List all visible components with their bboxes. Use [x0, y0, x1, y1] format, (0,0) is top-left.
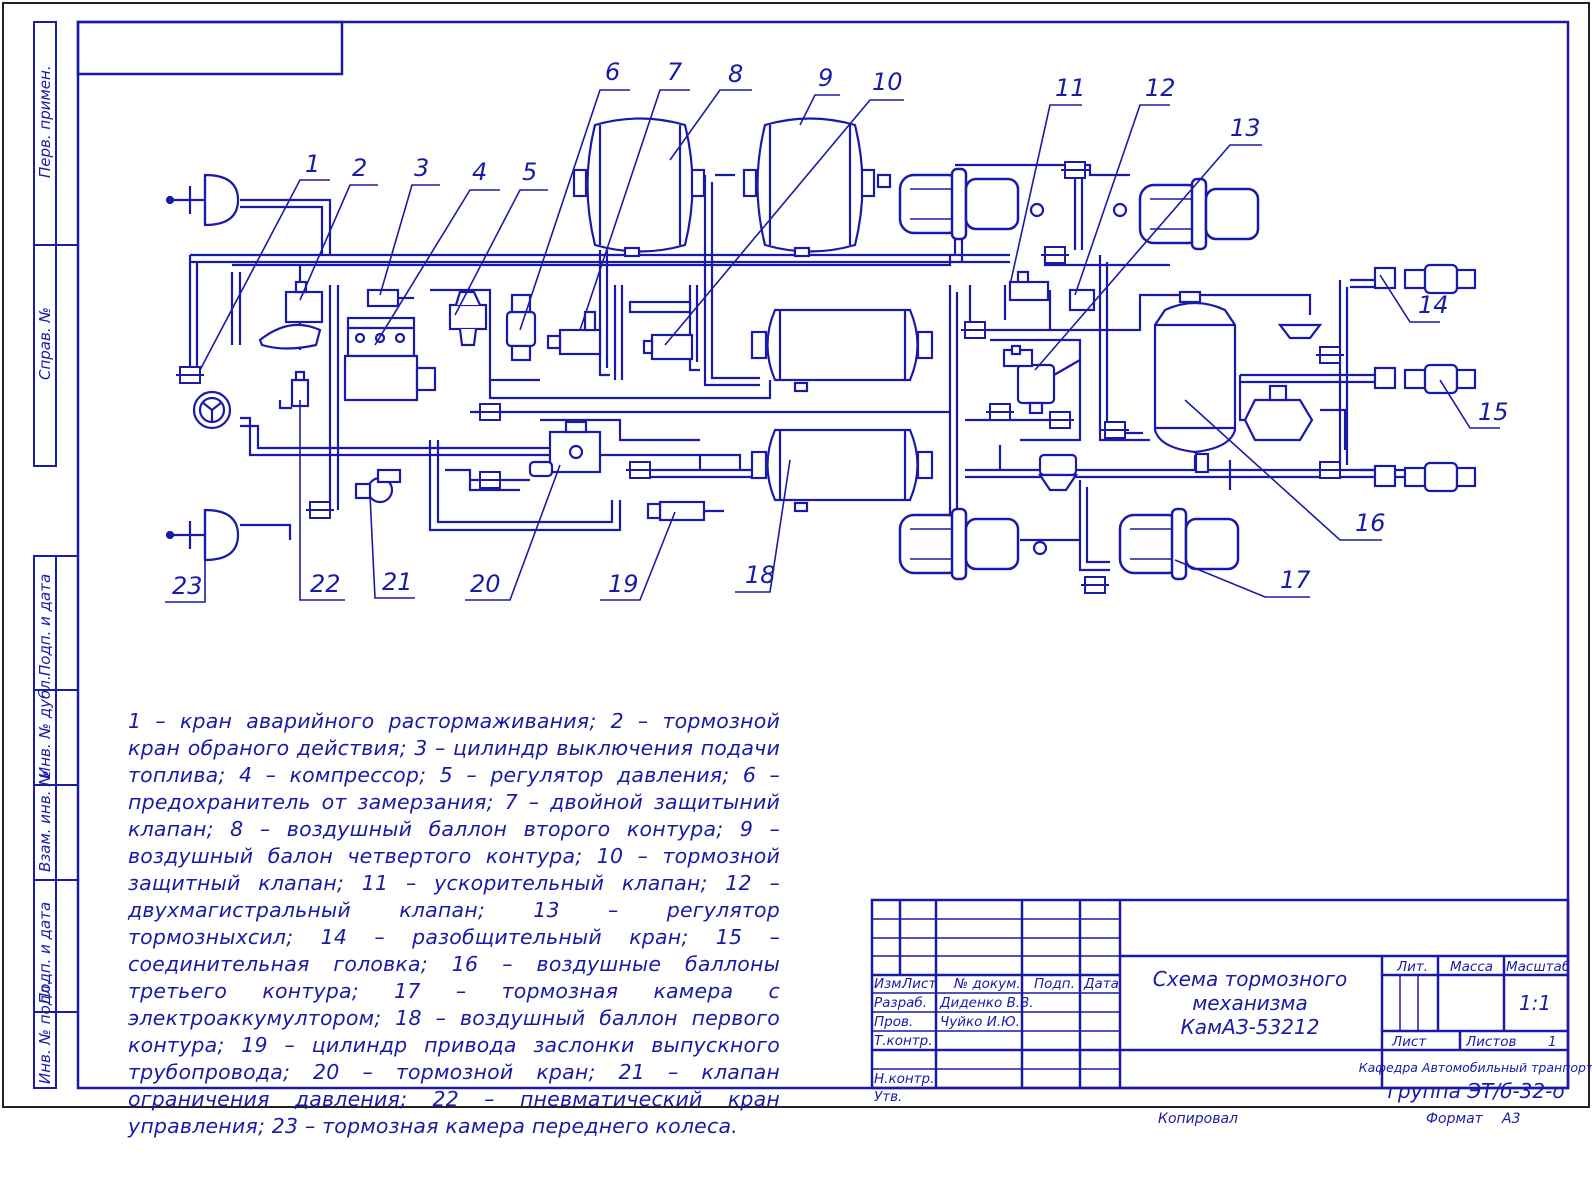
callout-20: 20	[470, 570, 501, 598]
tb-format-label: Формат	[1426, 1111, 1484, 1127]
air-tank-first-circuit	[750, 428, 934, 513]
tb-org: Кафедра Автомобильный транпорт	[1359, 1060, 1592, 1075]
tb-massa: Масса	[1450, 959, 1493, 975]
callout-19: 19	[608, 570, 639, 598]
callout-17: 17	[1280, 566, 1311, 594]
compressor	[343, 316, 437, 402]
stamp-vzam-inv: Взам. инв. №	[36, 770, 54, 872]
air-tank-second-circuit	[572, 117, 706, 258]
tb-list-h: Лист	[901, 976, 937, 992]
tb-title-1: Схема тормозного	[1153, 967, 1347, 991]
stamp-inv-dubl: Инв. № дубл.	[36, 675, 54, 778]
tb-lit: Лит.	[1396, 959, 1428, 975]
callout-11: 11	[1055, 74, 1086, 102]
tb-razrab-name: Диденко В.В.	[939, 995, 1034, 1011]
tb-list: Лист	[1391, 1034, 1427, 1050]
pneumatic-control-valve	[278, 370, 310, 410]
callout-1: 1	[305, 150, 320, 178]
callout-14: 14	[1418, 291, 1449, 319]
brake-valve	[528, 420, 602, 478]
tb-title-2: механизма	[1192, 991, 1308, 1015]
front-chamber-bottom	[165, 508, 240, 562]
spring-chamber-bl	[898, 507, 1020, 581]
tb-scale: 1:1	[1519, 991, 1551, 1015]
tb-prov: Пров.	[874, 1014, 913, 1030]
callout-22: 22	[310, 570, 341, 598]
component-legend: 1 – кран аварийного растормаживания; 2 –…	[128, 709, 780, 1138]
air-tank-third-circuit	[1153, 290, 1237, 474]
tb-izm: Изм.	[874, 976, 906, 992]
brake-force-regulator	[1002, 348, 1081, 415]
tb-format-val: А3	[1501, 1111, 1520, 1127]
stamp-inv-podl: Инв. № подл.	[36, 981, 54, 1084]
brake-schematic	[165, 117, 1477, 595]
callout-4: 4	[472, 158, 487, 186]
exhaust-cylinder	[646, 500, 724, 522]
spring-chamber-tr	[1138, 177, 1260, 251]
tb-listov-val: 1	[1548, 1034, 1557, 1050]
callout-13: 13	[1230, 114, 1261, 142]
callout-8: 8	[728, 60, 743, 88]
tb-razrab: Разраб.	[874, 995, 927, 1011]
callout-5: 5	[522, 158, 537, 186]
callout-9: 9	[818, 64, 833, 92]
callout-2: 2	[352, 154, 367, 182]
tb-utv: Утв.	[874, 1089, 902, 1105]
tb-tkontr: Т.контр.	[874, 1033, 933, 1049]
tb-data: Дата	[1083, 976, 1119, 992]
air-tank-middle	[750, 308, 934, 393]
double-protective-valve	[546, 310, 602, 356]
stamp-podp-data-1: Подп. и дата	[36, 574, 54, 676]
spring-chamber-tl	[898, 167, 1020, 241]
tb-listov: Листов	[1465, 1034, 1516, 1050]
pressure-regulator	[448, 290, 488, 347]
stamp-perv-primen: Перв. примен.	[36, 65, 54, 178]
tb-nkontr: Н.контр.	[874, 1071, 934, 1087]
tb-title-3: КамАЗ-53212	[1181, 1015, 1320, 1039]
callout-18: 18	[745, 561, 776, 589]
front-chamber-top	[165, 173, 240, 227]
callout-12: 12	[1145, 74, 1176, 102]
reverse-brake-valve	[258, 280, 324, 350]
air-tank-fourth-circuit	[742, 117, 892, 258]
callout-16: 16	[1355, 509, 1386, 537]
tb-masshtab: Масштаб	[1506, 959, 1570, 975]
stamp-sprav: Справ. №	[36, 307, 54, 380]
callout-leaders	[165, 89, 1500, 603]
stamp-podp-data-2: Подп. и дата	[36, 902, 54, 1004]
tb-prov-name: Чуйко И.Ю.	[940, 1014, 1020, 1030]
callout-21: 21	[382, 568, 413, 596]
pressure-limit-valve	[354, 468, 402, 504]
double-line-valve	[1068, 288, 1096, 312]
coupling-heads	[1373, 263, 1477, 493]
tb-kopiroval: Копировал	[1158, 1111, 1238, 1127]
tb-ndokum: № докум.	[953, 976, 1021, 992]
steering-wheel	[192, 390, 232, 430]
side-stamp	[33, 21, 78, 1089]
tb-group: группа ЭТ/б-32-о	[1387, 1079, 1564, 1103]
trailer-brake-valve	[1243, 384, 1314, 442]
accelerator-valve	[1008, 270, 1050, 302]
callout-6: 6	[605, 58, 620, 86]
brake-protective-valve	[642, 333, 694, 361]
callout-7: 7	[667, 58, 683, 86]
title-block-grid	[870, 898, 1570, 1090]
callout-3: 3	[414, 154, 429, 182]
callout-23: 23	[172, 572, 203, 600]
callout-15: 15	[1478, 398, 1509, 426]
tb-podp: Подп.	[1034, 976, 1075, 992]
callout-10: 10	[872, 68, 903, 96]
spring-chamber-br	[1118, 507, 1240, 581]
